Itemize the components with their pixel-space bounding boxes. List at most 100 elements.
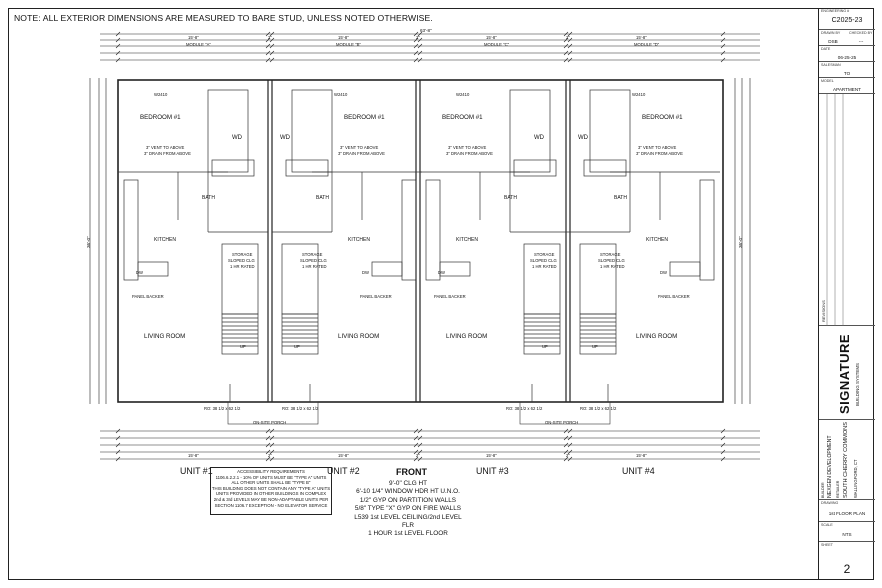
- top-dimension: 15'-8": [486, 35, 497, 40]
- panel-backer-label: PANEL BACKER: [658, 294, 690, 299]
- bottom-dimension: 2": [416, 453, 420, 458]
- module-label: MODULE "D": [634, 42, 660, 47]
- bottom-dimension: 15'-8": [188, 453, 199, 458]
- unit-4-label: UNIT #4: [622, 466, 655, 476]
- bath-label: BATH: [504, 195, 517, 201]
- top-dimension: 2": [268, 35, 272, 40]
- top-dimension: 15'-8": [636, 35, 647, 40]
- tb-scale: SCALE NTS: [819, 522, 875, 542]
- window-rough-opening: RO: 38 1/2 x 62 1/2: [204, 406, 241, 411]
- window-header-label: W2410: [456, 92, 470, 97]
- bath-label: BATH: [316, 195, 329, 201]
- scale-value: NTS: [842, 532, 852, 537]
- spec-line: 1 HOUR 1st LEVEL FLOOR: [368, 530, 448, 538]
- bottom-dimension: 15'-8": [486, 453, 497, 458]
- storage-label: STORAGE: [600, 252, 621, 257]
- drain-note: 3" DRAIN FROM ABOVE: [338, 151, 385, 156]
- spec-line: 1/2" GYP ON PARTITION WALLS: [359, 496, 457, 504]
- module-label: MODULE "C": [484, 42, 510, 47]
- kitchen-label: KITCHEN: [154, 237, 176, 243]
- living-room-label: LIVING ROOM: [446, 333, 488, 340]
- left-height-dimension: 36'-0": [86, 236, 91, 248]
- washer-dryer-label: WD: [280, 135, 290, 141]
- spec-line: 5/8" TYPE "X" GYP ON FIRE WALLS: [354, 505, 462, 513]
- washer-dryer-label: WD: [534, 135, 544, 141]
- tb-salesman: SALESMAN TO: [819, 62, 875, 78]
- revision-grid: [826, 94, 844, 326]
- bottom-dimension: 15'-8": [338, 453, 349, 458]
- dishwasher-label: DW: [438, 270, 445, 275]
- drain-note: 3" DRAIN FROM ABOVE: [636, 151, 683, 156]
- spec-line: 9'-0" CLG HT: [389, 480, 427, 487]
- washer-dryer-label: WD: [578, 135, 588, 141]
- vent-note: 3" VENT TO ABOVE: [146, 145, 185, 150]
- panel-backer-label: PANEL BACKER: [434, 294, 466, 299]
- access-line: ACCESSIBILITY REQUIREMENTS: [237, 469, 305, 474]
- drawing-name: 1st FLOOR PLAN: [828, 511, 866, 516]
- access-line: ALL OTHER UNITS SHALL BE "TYPE B": [231, 480, 311, 486]
- dishwasher-label: DW: [362, 270, 369, 275]
- front-label: FRONT: [396, 467, 427, 477]
- kitchen-label: KITCHEN: [646, 237, 668, 243]
- tb-model: MODEL APARTMENT: [819, 78, 875, 94]
- dishwasher-label: DW: [136, 270, 143, 275]
- engineering-number: C2025-23: [831, 17, 863, 24]
- tb-sheet: SHEET 2: [819, 542, 875, 580]
- overall-dimension: 63'-8": [420, 28, 432, 33]
- access-line: 2nd & 3rd LEVELS MAY BE NON-ADAPTABLE UN…: [213, 496, 329, 502]
- stair-up-label: UP: [592, 344, 598, 349]
- tb-revisions: REVISIONS: [819, 94, 875, 326]
- bottom-dimension: 2": [268, 453, 272, 458]
- porch-label-left: ON-SITE PORCH: [253, 420, 287, 425]
- bedroom-label: BEDROOM #1: [442, 114, 483, 121]
- tb-builder: BUILDER NEXGEN DEVELOPMENT RETAILER SOUT…: [819, 420, 875, 500]
- bath-label: BATH: [202, 195, 215, 201]
- top-dimension: 2": [416, 35, 420, 40]
- panel-backer-label: PANEL BACKER: [360, 294, 392, 299]
- unit-3-label: UNIT #3: [476, 466, 509, 476]
- access-line: 1106.6.2.2.1 - 10% OF UNITS MUST BE "TYP…: [215, 474, 327, 480]
- rating-label: 1 HR RATED: [302, 264, 327, 269]
- living-room-label: LIVING ROOM: [144, 333, 186, 340]
- builder-name: NEXGEN DEVELOPMENT: [827, 435, 833, 498]
- storage-label: STORAGE: [302, 252, 323, 257]
- window-rough-opening: RO: 38 1/2 x 62 1/2: [580, 406, 617, 411]
- sheet-number: 2: [843, 562, 851, 576]
- top-dimension: 15'-8": [188, 35, 199, 40]
- title-block: ENGINEERING # C2025-23 DRAWN BY CHECKED …: [818, 8, 875, 580]
- signature-logo-sub: BUILDING SYSTEMS: [855, 363, 860, 406]
- drain-note: 3" DRAIN FROM ABOVE: [144, 151, 191, 156]
- porch-left: [227, 401, 319, 425]
- top-dimension: 15'-8": [338, 35, 349, 40]
- bedroom-label: BEDROOM #1: [344, 114, 385, 121]
- living-room-label: LIVING ROOM: [338, 333, 380, 340]
- bath-label: BATH: [614, 195, 627, 201]
- project-name: SOUTH CHERRY COMMONS: [843, 422, 849, 498]
- window-header-label: W2410: [334, 92, 348, 97]
- tb-engineering: ENGINEERING # C2025-23: [819, 8, 875, 30]
- sloped-ceiling-label: SLOPED CLG: [598, 258, 625, 263]
- kitchen-label: KITCHEN: [456, 237, 478, 243]
- dishwasher-label: DW: [660, 270, 667, 275]
- sloped-ceiling-label: SLOPED CLG: [228, 258, 255, 263]
- unit-1-label: UNIT #1: [180, 466, 213, 476]
- bedroom-label: BEDROOM #1: [140, 114, 181, 121]
- bedroom-label: BEDROOM #1: [642, 114, 683, 121]
- window-header-label: W2410: [632, 92, 646, 97]
- bottom-dimension: 2": [566, 453, 570, 458]
- window-rough-opening: RO: 38 1/2 x 62 1/2: [282, 406, 319, 411]
- bottom-dimension: 15'-8": [636, 453, 647, 458]
- spec-line: 6'-10 1/4" WINDOW HDR HT U.N.O.: [356, 488, 460, 496]
- accessibility-requirements-box: ACCESSIBILITY REQUIREMENTS 1106.6.2.2.1 …: [210, 467, 332, 515]
- vent-note: 3" VENT TO ABOVE: [638, 145, 677, 150]
- window-header-label: W2410: [154, 92, 168, 97]
- access-line: SECTION 1106.7 EXCEPTION - NO ELEVATOR S…: [214, 502, 328, 508]
- project-location: WALLINGFORD, CT: [853, 459, 858, 498]
- rating-label: 1 HR RATED: [532, 264, 557, 269]
- unit-2-label: UNIT #2: [327, 466, 360, 476]
- drain-note: 3" DRAIN FROM ABOVE: [446, 151, 493, 156]
- access-line: THIS BUILDING DOES NOT CONTAIN ANY "TYPE…: [211, 485, 331, 491]
- porch-label-right: ON-SITE PORCH: [545, 420, 579, 425]
- porch-right: [519, 401, 611, 425]
